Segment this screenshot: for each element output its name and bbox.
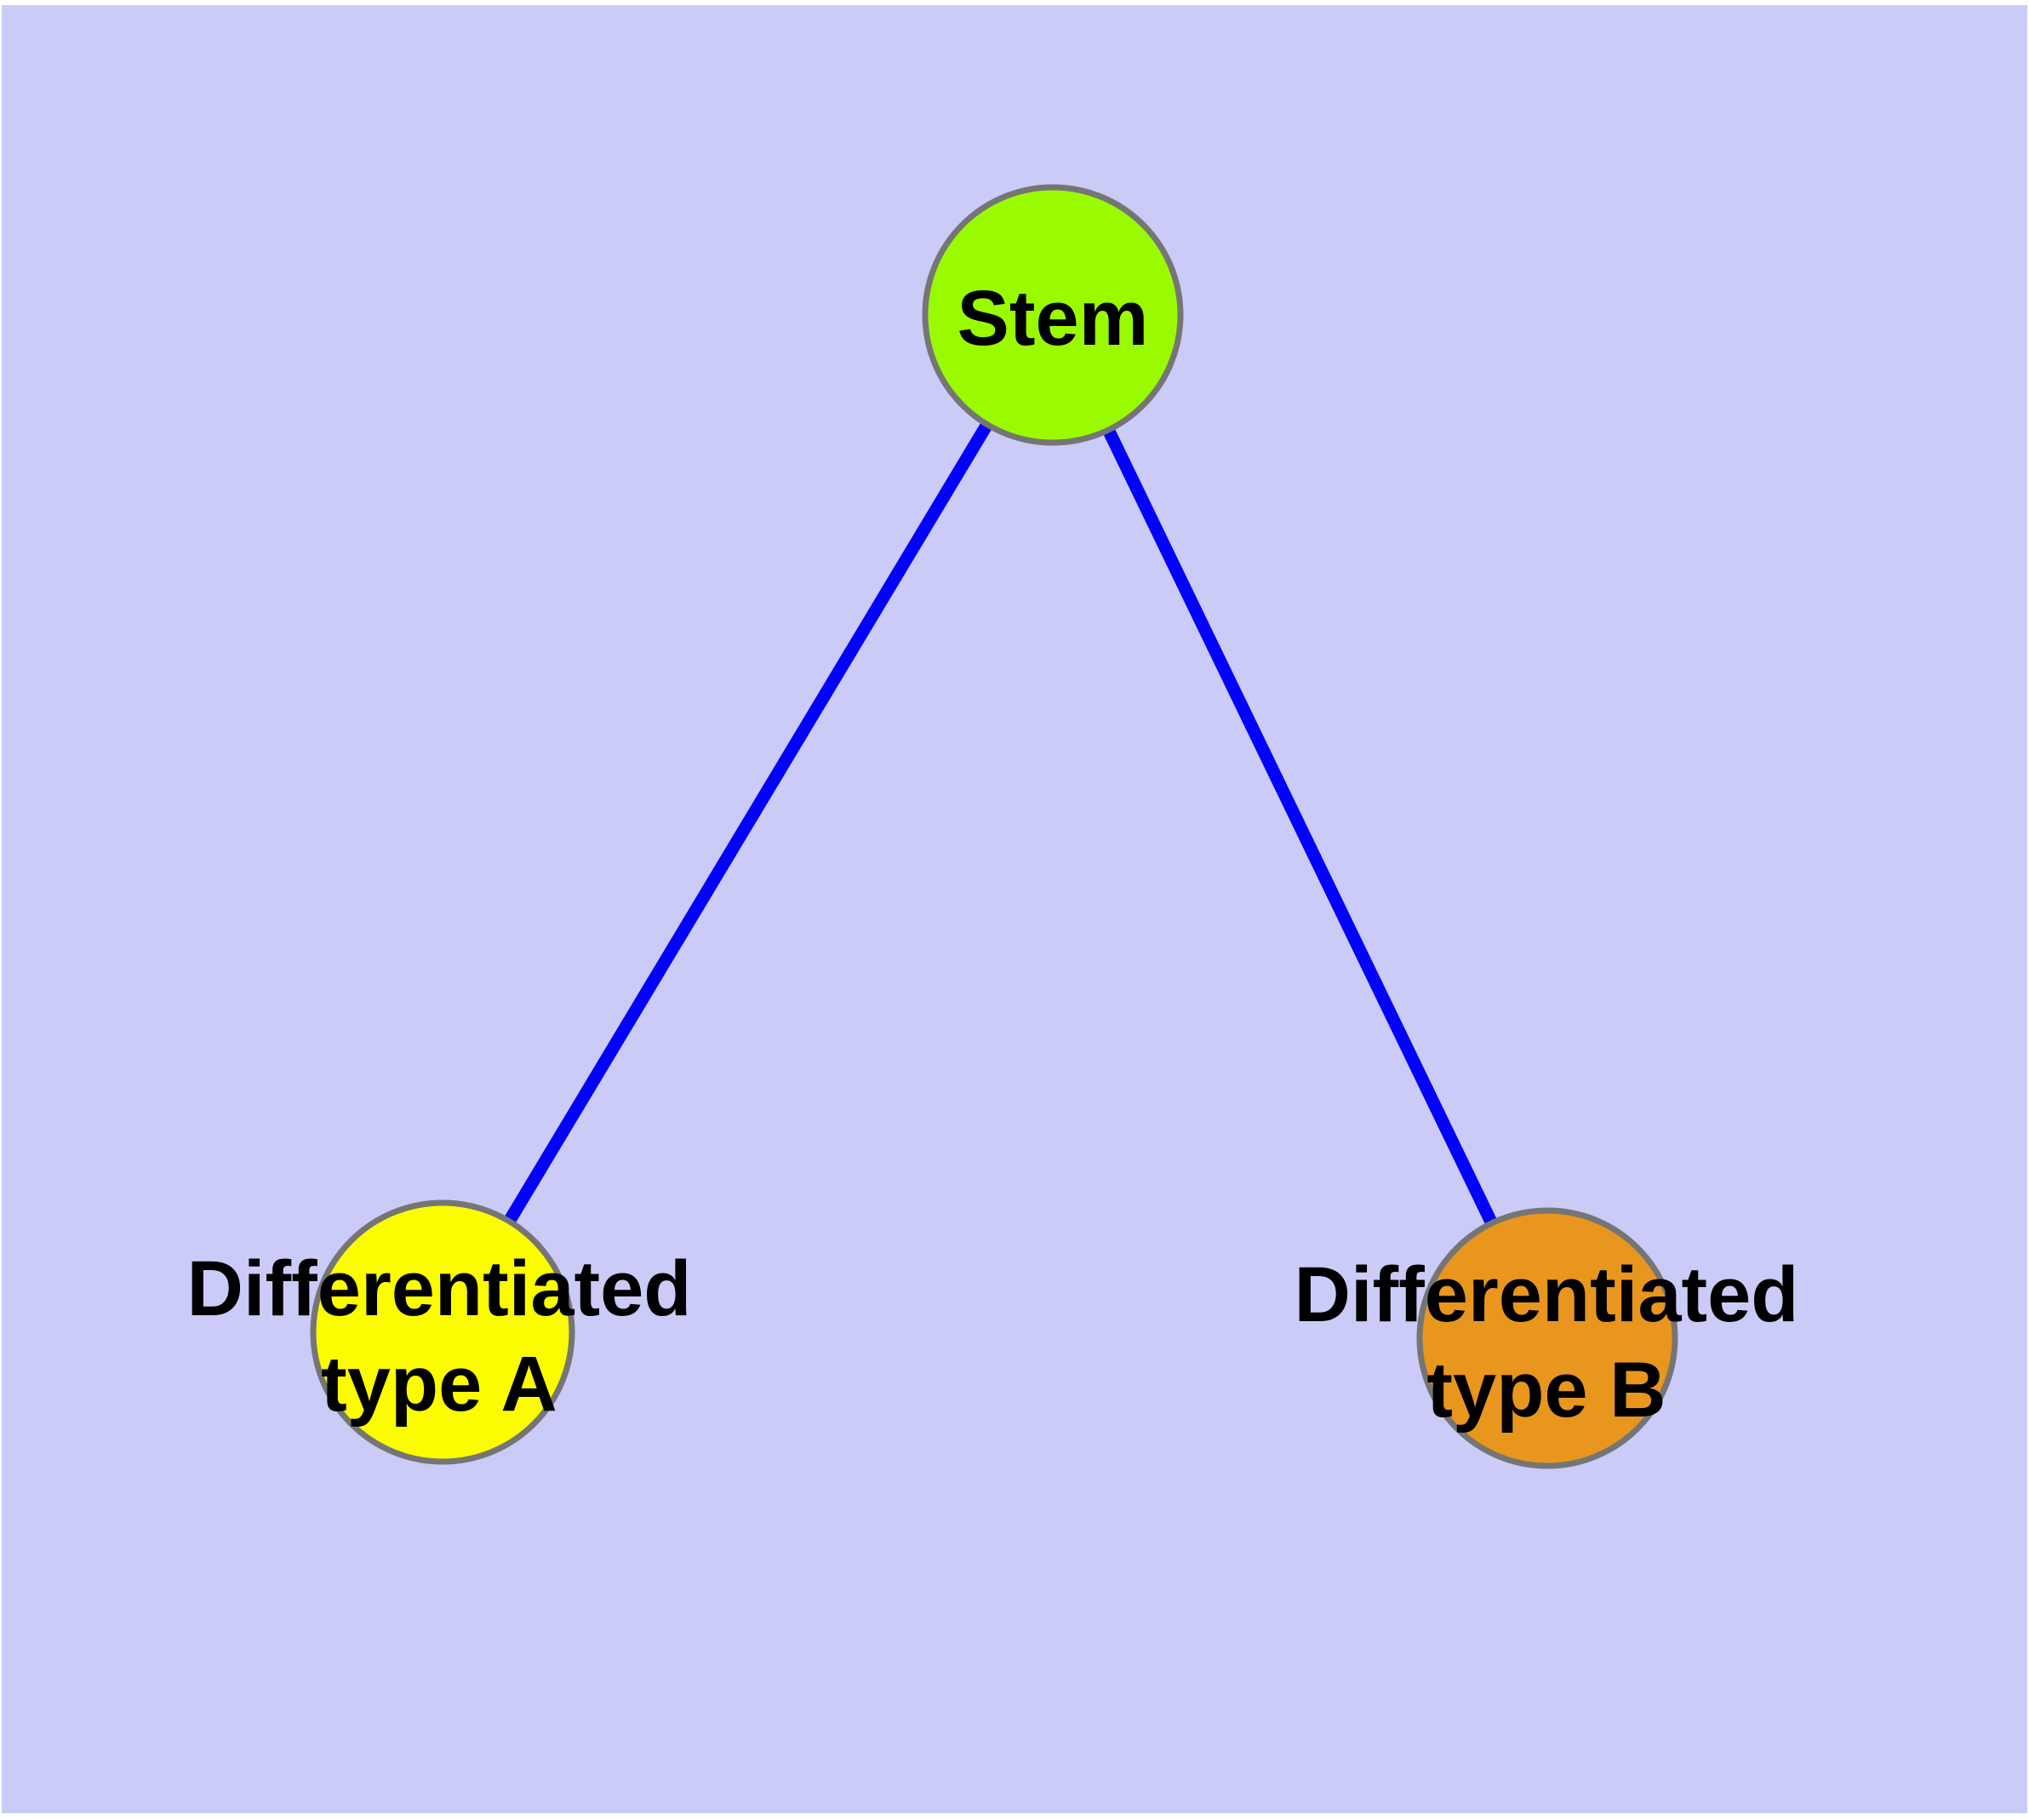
node-differentiated-type-b[interactable] bbox=[1416, 1207, 1678, 1469]
node-label-type-a-line1: Differentiated bbox=[186, 1245, 692, 1332]
node-label-differentiated-type-a: Differentiated type A bbox=[187, 1241, 692, 1432]
edge-stem-to-type-a bbox=[437, 312, 1059, 1336]
node-label-stem-line1: Stem bbox=[957, 275, 1149, 362]
node-label-differentiated-type-b: Differentiated type B bbox=[1295, 1247, 1799, 1438]
node-label-type-b-line2: type B bbox=[1426, 1347, 1666, 1434]
node-label-type-b-line1: Differentiated bbox=[1294, 1251, 1799, 1338]
edge-stem-to-type-b bbox=[1047, 312, 1553, 1342]
node-label-type-a-line2: type A bbox=[321, 1341, 557, 1428]
node-differentiated-type-a[interactable] bbox=[310, 1199, 575, 1465]
node-label-stem: Stem bbox=[957, 271, 1149, 366]
node-stem[interactable] bbox=[922, 184, 1184, 446]
